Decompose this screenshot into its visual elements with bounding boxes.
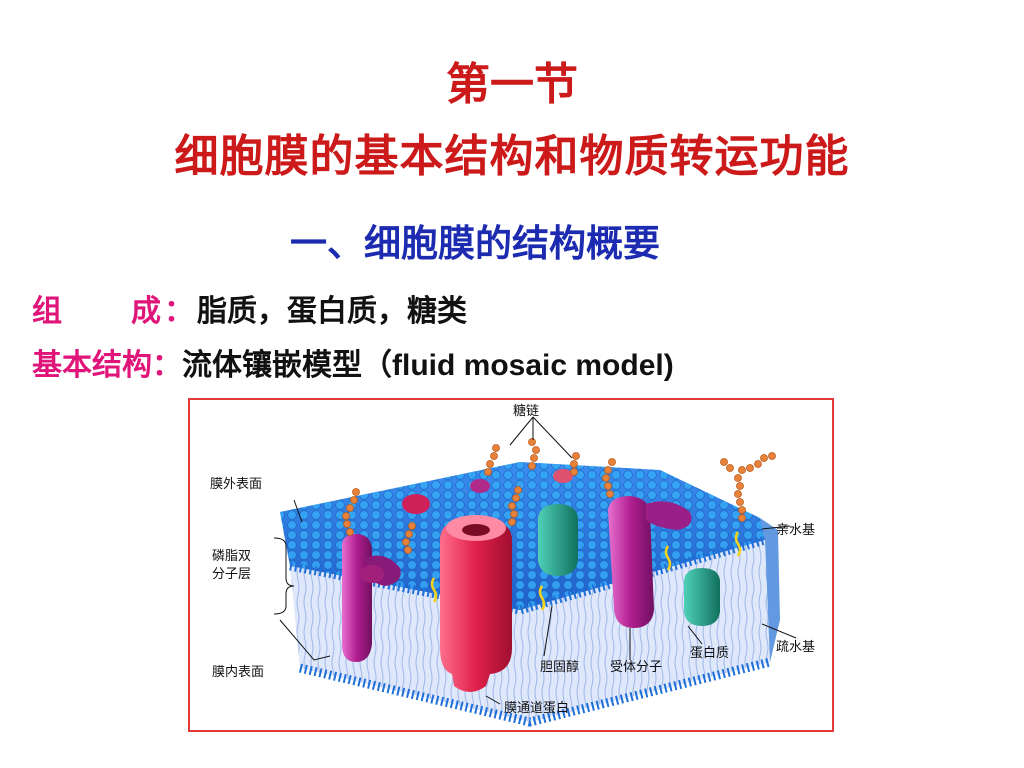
integral-protein-left bbox=[341, 534, 372, 662]
structure-value: 流体镶嵌模型（ bbox=[182, 348, 392, 383]
cholesterol-1 bbox=[430, 577, 438, 603]
cholesterol-2 bbox=[538, 585, 546, 611]
membrane-protein-small bbox=[360, 565, 384, 583]
sugar-chains bbox=[342, 438, 776, 554]
composition-value: 脂质，蛋白质，糖类 bbox=[197, 294, 467, 329]
slide-title-line1: 第一节 bbox=[446, 59, 578, 110]
bilayer-side bbox=[760, 518, 780, 662]
membrane-diagram: 糖链 膜外表面 磷脂双 分子层 膜内表面 亲水基 疏水基 蛋白质 受体分子 胆固… bbox=[188, 398, 834, 732]
lower-head-row bbox=[298, 657, 772, 727]
membrane-illustration: 糖链 膜外表面 磷脂双 分子层 膜内表面 亲水基 疏水基 蛋白质 受体分子 胆固… bbox=[210, 403, 815, 727]
label-protein: 蛋白质 bbox=[690, 645, 729, 661]
peripheral-protein bbox=[684, 568, 720, 626]
slide-title-line2: 细胞膜的基本结构和物质转运功能 bbox=[174, 131, 850, 182]
structure-value-english: fluid mosaic model) bbox=[392, 349, 674, 382]
label-receptor: 受体分子 bbox=[610, 660, 662, 675]
structure-row: 基本结构：流体镶嵌模型（fluid mosaic model) bbox=[32, 346, 674, 386]
surface-protein-green bbox=[538, 504, 578, 576]
label-cholesterol: 胆固醇 bbox=[540, 659, 579, 675]
surface-glycoprotein-2 bbox=[470, 479, 490, 493]
leader-lines bbox=[273, 416, 797, 705]
section-heading: 一、细胞膜的结构概要 bbox=[290, 221, 660, 265]
label-bilayer-line2: 分子层 bbox=[212, 567, 251, 582]
label-channel-protein: 膜通道蛋白 bbox=[504, 700, 569, 716]
label-hydrophobic: 疏水基 bbox=[776, 640, 815, 655]
surface-glycoprotein-3 bbox=[553, 469, 573, 483]
structure-label: 基本结构： bbox=[32, 348, 182, 383]
channel-pore bbox=[462, 524, 490, 536]
label-outer-surface: 膜外表面 bbox=[210, 477, 262, 492]
label-hydrophilic: 亲水基 bbox=[776, 523, 815, 538]
cholesterol-4 bbox=[734, 531, 742, 557]
label-inner-surface: 膜内表面 bbox=[212, 664, 264, 680]
label-sugar-chain: 糖链 bbox=[513, 403, 539, 419]
cholesterol-3 bbox=[664, 545, 672, 571]
receptor-cap bbox=[646, 501, 692, 530]
receptor-protein bbox=[608, 496, 654, 628]
composition-row: 组 成：脂质，蛋白质，糖类 bbox=[32, 292, 467, 332]
surface-glycoprotein-1 bbox=[402, 494, 430, 514]
composition-label: 组 成： bbox=[32, 294, 197, 329]
label-bilayer-line1: 磷脂双 bbox=[212, 549, 251, 564]
channel-protein bbox=[440, 518, 512, 692]
